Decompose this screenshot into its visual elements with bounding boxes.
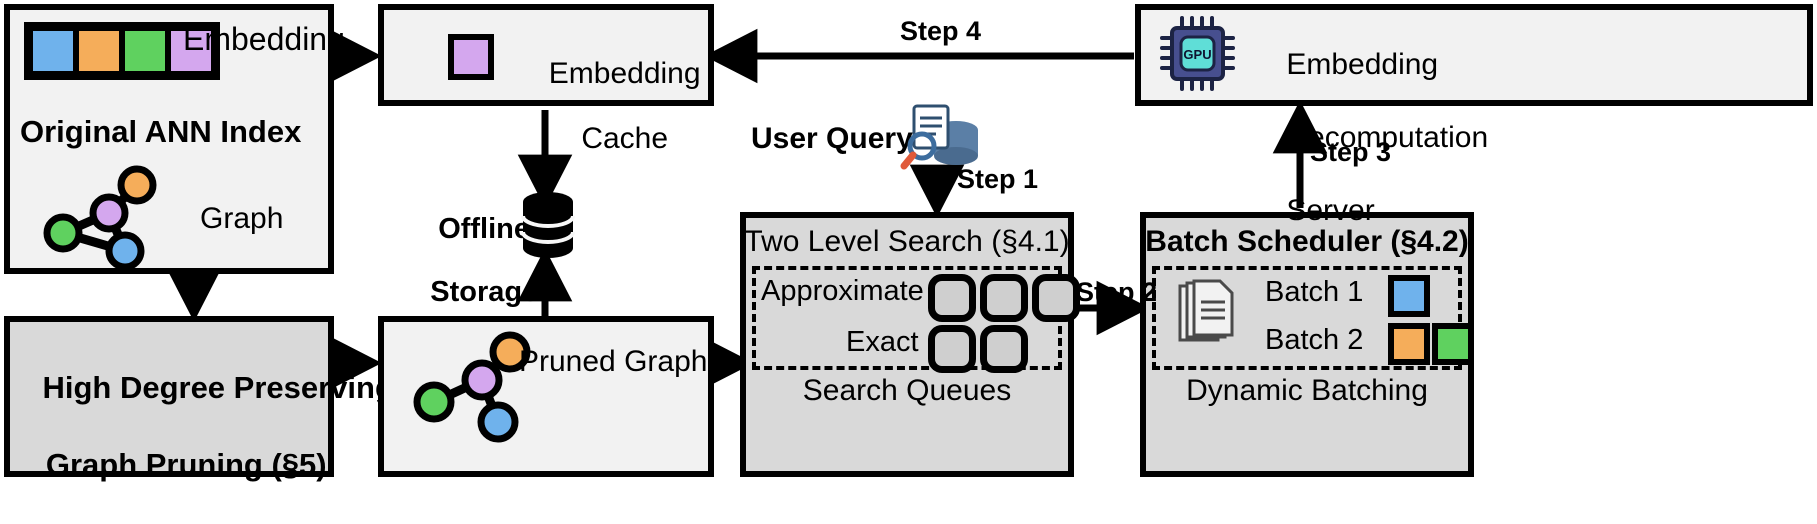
pruned-node-orange [489, 331, 531, 373]
step-4-label: Step 4 [900, 16, 982, 46]
dynamic-batching-dashed-region [1152, 266, 1462, 370]
pruned-graph-label: Pruned Graph [519, 345, 708, 378]
two-level-search-title: Two Level Search (§4.1) [744, 225, 1070, 258]
purple-square-embedding-icon [448, 34, 494, 80]
embedding-cache-title: Embedding Cache [508, 26, 708, 188]
graph-label: Graph [200, 202, 284, 235]
queue-cell[interactable] [928, 274, 976, 322]
exact-label: Exact [846, 326, 919, 358]
offline-storage-label: Offline Storage [398, 183, 538, 340]
graph-pruning-title-line1: High Degree Preserving [42, 369, 394, 405]
queue-cell[interactable] [980, 325, 1028, 373]
graph-node-purple [89, 193, 129, 233]
original-ann-index-title: Original ANN Index [20, 114, 302, 149]
graph-node-green [43, 213, 83, 253]
query-search-database-icon [900, 104, 978, 170]
pruned-node-blue [477, 401, 519, 443]
gpu-chip-icon: GPU [1160, 16, 1235, 91]
recomputation-server-title: Embedding Recomputation Server [1253, 10, 1488, 266]
graph-node-blue [105, 231, 145, 271]
batch-2-swatch-orange [1388, 323, 1430, 365]
database-cylinder-icon [521, 192, 575, 258]
embedding-label: Embedding [183, 21, 345, 57]
recomputation-server-panel [1135, 4, 1813, 106]
connector-layer [166, 28, 1328, 391]
recomputation-server-title-line1: Embedding [1286, 47, 1439, 81]
pruned-node-link-graph [413, 331, 531, 443]
embedding-vector-swatches [24, 22, 220, 80]
batch-2-swatch-green [1432, 323, 1474, 365]
batch-1-label: Batch 1 [1265, 276, 1364, 308]
recomputation-server-title-line3: Server [1286, 193, 1375, 227]
embedding-cache-panel [378, 4, 714, 106]
offline-storage-label-line2: Storage [430, 275, 539, 308]
stacked-documents-icon [1178, 279, 1234, 342]
search-queues-footer: Search Queues [802, 374, 1012, 407]
graph-pruning-title: High Degree Preserving Graph Pruning (§5… [8, 330, 393, 524]
graph-pruning-panel [4, 316, 334, 477]
pruned-node-purple [461, 359, 503, 401]
exact-queue-row[interactable] [928, 325, 1028, 373]
gpu-icon-text: GPU [1183, 47, 1211, 62]
recomputation-server-title-line2: Recomputation [1286, 120, 1489, 154]
embedding-cache-title-line1: Embedding [548, 57, 701, 91]
dynamic-batching-footer: Dynamic Batching [1186, 374, 1428, 407]
batch-1-swatch-blue [1388, 275, 1430, 317]
queue-cell[interactable] [980, 274, 1028, 322]
batch-scheduler-title: Batch Scheduler (§4.2) [1145, 225, 1469, 258]
queue-cell[interactable] [928, 325, 976, 373]
approximate-queue-row[interactable] [928, 274, 1080, 322]
node-link-graph [43, 165, 157, 271]
user-query-label: User Query [751, 122, 913, 155]
queue-cell[interactable] [1032, 274, 1080, 322]
graph-node-orange [117, 165, 157, 205]
embedding-cache-title-line2: Cache [581, 122, 669, 156]
step-1-label: Step 1 [957, 164, 1039, 194]
offline-storage-label-line1: Offline [438, 213, 531, 246]
graph-pruning-title-line2: Graph Pruning (§5) [45, 447, 327, 483]
pruned-node-green [413, 381, 455, 423]
batch-2-label: Batch 2 [1265, 324, 1364, 356]
step-2-label: Step 2 [1076, 277, 1158, 307]
step-3-label: Step 3 [1310, 137, 1392, 167]
approximate-label: Approximate [761, 275, 924, 307]
diagram-canvas: Embedding Original ANN Index Graph Embed… [4, 4, 1813, 482]
